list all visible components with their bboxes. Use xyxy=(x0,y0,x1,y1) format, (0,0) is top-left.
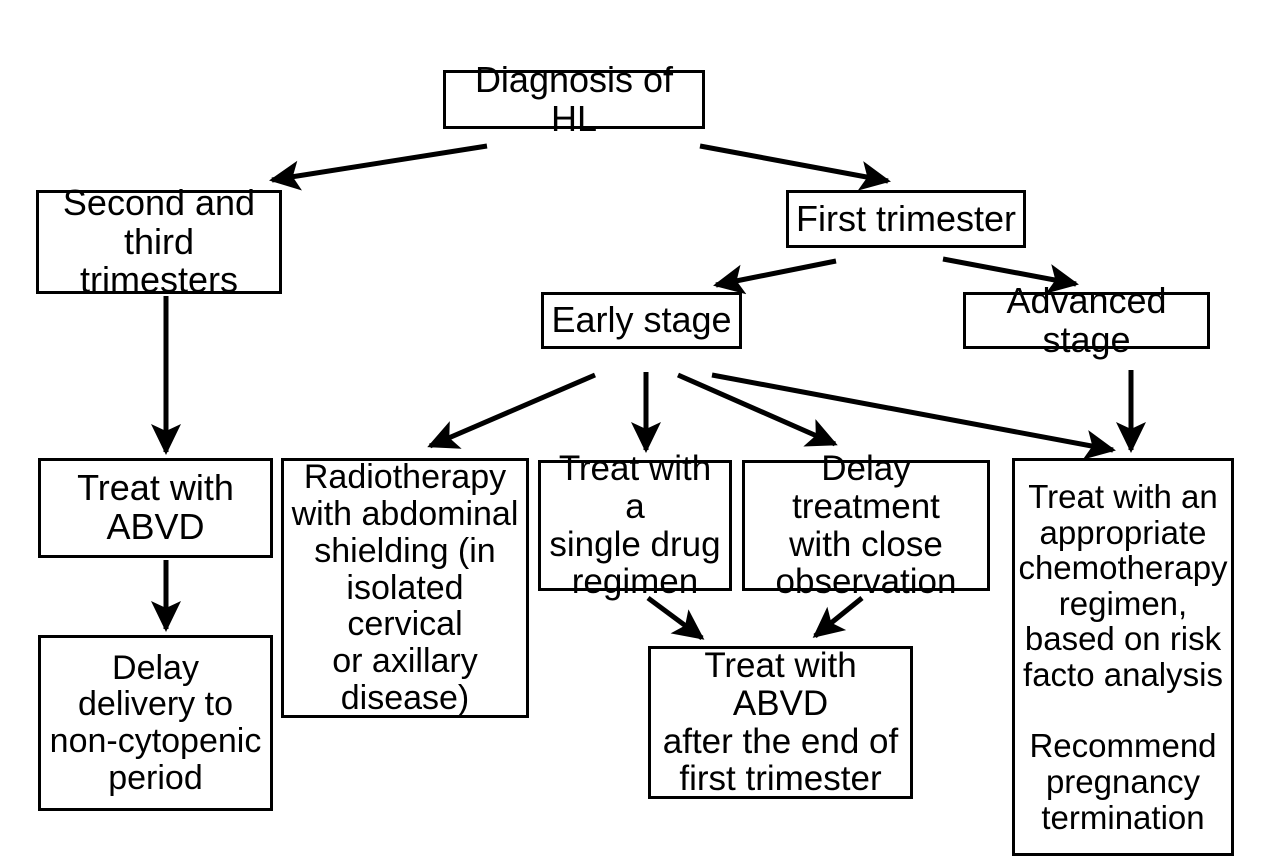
edge-diagnosis-to-second-third xyxy=(269,143,488,191)
node-delay-treatment[interactable]: Delay treatment with close observation xyxy=(742,449,990,601)
node-single-drug-regimen[interactable]: Treat with a single drug regimen xyxy=(538,449,732,601)
node-treat-with-abvd[interactable]: Treat with ABVD xyxy=(38,458,273,558)
node-single-drug-regimen-label: Treat with a single drug regimen xyxy=(549,448,721,602)
node-second-and-third-trimesters[interactable]: Second and third trimesters xyxy=(36,183,282,299)
node-chemotherapy-termination[interactable]: Treat with an appropriate chemotherapy r… xyxy=(1012,458,1234,856)
node-delay-delivery[interactable]: Delay delivery to non-cytopenic period xyxy=(38,635,273,811)
node-treat-with-abvd-label: Treat with ABVD xyxy=(77,467,234,547)
node-radiotherapy-label: Radiotherapy with abdominal shielding (i… xyxy=(291,458,519,717)
edge-first-trimester-to-early-stage xyxy=(713,258,837,295)
node-first-trimester-label: First trimester xyxy=(796,197,1016,239)
edge-early-stage-to-chemotherapy xyxy=(711,372,1116,460)
edge-early-stage-to-radiotherapy xyxy=(427,372,596,449)
edge-early-stage-to-delay-treatment xyxy=(676,372,838,447)
node-advanced-stage-label: Advanced stage xyxy=(1006,279,1167,360)
node-diagnosis[interactable]: Diagnosis of HL xyxy=(443,60,705,137)
node-chemotherapy-termination-label: Treat with an appropriate chemotherapy r… xyxy=(1018,477,1228,836)
node-advanced-stage[interactable]: Advanced stage xyxy=(963,281,1210,358)
node-radiotherapy[interactable]: Radiotherapy with abdominal shielding (i… xyxy=(281,458,529,718)
node-early-stage-label: Early stage xyxy=(551,299,732,341)
node-delay-delivery-label: Delay delivery to non-cytopenic period xyxy=(49,648,262,797)
edge-diagnosis-to-first-trimester xyxy=(699,143,891,191)
node-delay-treatment-label: Delay treatment with close observation xyxy=(775,448,957,602)
edge-delay-treatment-to-treat-abvd-after xyxy=(812,596,864,638)
node-diagnosis-label: Diagnosis of HL xyxy=(474,58,674,139)
node-first-trimester[interactable]: First trimester xyxy=(786,190,1026,248)
node-early-stage[interactable]: Early stage xyxy=(541,292,742,349)
node-treat-abvd-after-first-trimester[interactable]: Treat with ABVD after the end of first t… xyxy=(648,646,913,799)
node-treat-abvd-after-first-trimester-label: Treat with ABVD after the end of first t… xyxy=(662,645,899,799)
node-second-and-third-trimesters-label: Second and third trimesters xyxy=(62,181,256,301)
edge-single-drug-to-treat-abvd-after xyxy=(646,595,705,641)
